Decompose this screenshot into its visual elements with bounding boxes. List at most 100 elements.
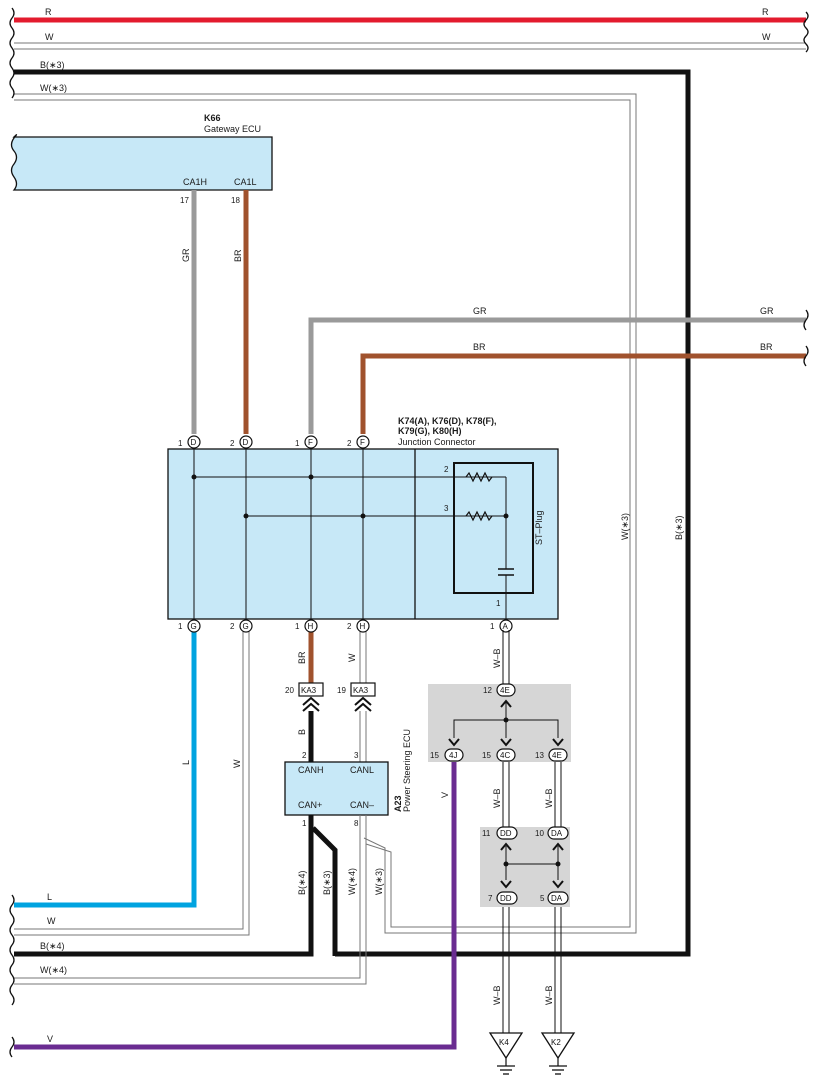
- jb-num-7: 7: [488, 894, 493, 903]
- wire-label-gr-vertical: GR: [181, 248, 191, 262]
- wire-label-w3-vertical: W(∗3): [620, 513, 630, 540]
- node-194-477: [191, 474, 197, 480]
- jb-num-5: 5: [540, 894, 545, 903]
- pin-num-g2: 2: [230, 622, 235, 631]
- node-363-516: [360, 513, 366, 519]
- junction-block-4e: W–B 12 4E 15 4J 15 4C 13 4E: [428, 630, 571, 762]
- break-mark-top-left: [9, 7, 15, 99]
- junction-bottom-pins: 1 G 2 G 1 H 2 H 1 A: [178, 619, 513, 633]
- junction-codes-line1: K74(A), K76(D), K78(F),: [398, 416, 497, 426]
- pin-letter-a1: A: [503, 622, 509, 631]
- st-plug-pin-3: 3: [444, 504, 449, 513]
- wire-label-r-left: R: [45, 7, 52, 17]
- wire-br-right: [360, 353, 806, 434]
- jb-badge-4e-bottom: [548, 748, 568, 762]
- wire-label-br-mid: BR: [473, 342, 486, 352]
- wire-label-r-right: R: [762, 7, 769, 17]
- pin-badge-f1: [304, 435, 318, 449]
- wire-l: [14, 630, 197, 908]
- jb-code-4j: 4J: [449, 751, 457, 760]
- ps-pin-8: 8: [354, 819, 359, 828]
- wire-label-gr-mid: GR: [473, 306, 487, 316]
- break-mark-v-left: [9, 1036, 15, 1058]
- pin-badge-d1: [187, 435, 201, 449]
- jb2-chevron-da-top: [552, 842, 564, 851]
- junction-name: Junction Connector: [398, 437, 476, 447]
- resistor-2: [465, 471, 493, 483]
- wire-label-w-right: W: [762, 32, 771, 42]
- gateway-pin-ca1l: CA1L: [234, 177, 257, 187]
- jb-chevron-4c: [500, 738, 512, 747]
- ground-k4: K4: [488, 1032, 524, 1075]
- gateway-code: K66: [204, 113, 221, 123]
- wire-b3-ecu: [311, 826, 338, 956]
- jb-code-dd-bottom: DD: [500, 894, 512, 903]
- jb-num-10: 10: [535, 829, 544, 838]
- pin-letter-h1: H: [308, 622, 314, 631]
- break-mark-bottom-left: [9, 894, 15, 1006]
- jb2-chevron-dd-top: [500, 842, 512, 851]
- jb-chevron-4e-top: [500, 699, 512, 708]
- wire-w4-outer: [14, 815, 361, 979]
- wire-label-w-left: W: [45, 32, 54, 42]
- jb2-chevron-da-bottom: [552, 880, 564, 889]
- wire-label-b4-vertical: B(∗4): [297, 870, 307, 895]
- ps-ecu-box: [284, 761, 389, 816]
- pin-letter-f2: F: [360, 438, 365, 447]
- pin-letter-g2: G: [243, 622, 249, 631]
- wire-label-w3-top: W(∗3): [40, 83, 67, 93]
- jb-badge-da-top: [547, 826, 569, 840]
- jb-badge-4j: [444, 748, 464, 762]
- jb-num-12: 12: [483, 686, 492, 695]
- ps-ecu-name: Power Steering ECU: [402, 729, 412, 812]
- wire-label-gr-end: GR: [760, 306, 774, 316]
- wire-label-b3-vertical: B(∗3): [674, 515, 684, 540]
- break-mark-top-right: [803, 11, 809, 53]
- node-246-516: [243, 513, 249, 519]
- ka3-connector: 20 KA3 19 KA3: [285, 682, 376, 712]
- jb-badge-4e-top: [496, 683, 516, 697]
- wire-label-w3-ecu: W(∗3): [374, 868, 384, 895]
- wire-w3-loop-inner: [14, 99, 631, 928]
- jb-code-da-top: DA: [551, 829, 563, 838]
- wire-label-v-vertical: V: [440, 792, 450, 798]
- pin-badge-g2: [239, 619, 253, 633]
- ps-pin-3: 3: [354, 751, 359, 760]
- jb-num-13: 13: [535, 751, 544, 760]
- jb-code-4c: 4C: [500, 751, 510, 760]
- wire-label-wb-a: W–B: [492, 648, 502, 668]
- wire-w-left-outer: [14, 630, 244, 930]
- ps-label-canp: CAN+: [298, 800, 322, 810]
- pin-letter-d2: D: [243, 438, 249, 447]
- junction-block-dd: 11 DD 10 DA 7 DD 5 DA: [480, 826, 570, 907]
- pin-num-f2: 2: [347, 439, 352, 448]
- jb-chevron-4j: [448, 738, 460, 747]
- jb-num-15-a: 15: [430, 751, 439, 760]
- pin-num-a1: 1: [490, 622, 495, 631]
- pin-num-h2: 2: [347, 622, 352, 631]
- jb-node: [503, 717, 509, 723]
- wire-label-b3-ecu: B(∗3): [322, 870, 332, 895]
- pin-num-h1: 1: [295, 622, 300, 631]
- ka3-pin-20: 20: [285, 686, 294, 695]
- jb-num-11: 11: [482, 829, 491, 838]
- jb2-node-right: [555, 861, 561, 867]
- ps-label-canl: CANL: [350, 765, 374, 775]
- pin-letter-h2: H: [360, 622, 366, 631]
- pin-num-d2: 2: [230, 439, 235, 448]
- wire-b4: [14, 815, 314, 957]
- wire-label-b-ka3: B: [297, 729, 307, 735]
- wire-w4-inner: [14, 815, 367, 985]
- wire-label-br-end: BR: [760, 342, 773, 352]
- junction-connector: K74(A), K76(D), K78(F), K79(G), K80(H) J…: [167, 416, 559, 620]
- pin-badge-f2: [356, 435, 370, 449]
- wire-label-v-bottom: V: [47, 1034, 53, 1044]
- ground-k2-triangle: [540, 1032, 576, 1060]
- ps-pin-1: 1: [302, 819, 307, 828]
- ps-label-canm: CAN–: [350, 800, 374, 810]
- wire-label-br-ka3: BR: [297, 651, 307, 664]
- gateway-pin-num-17: 17: [180, 196, 189, 205]
- ground-k4-triangle: [488, 1032, 524, 1060]
- ka3-box-20: [298, 682, 324, 697]
